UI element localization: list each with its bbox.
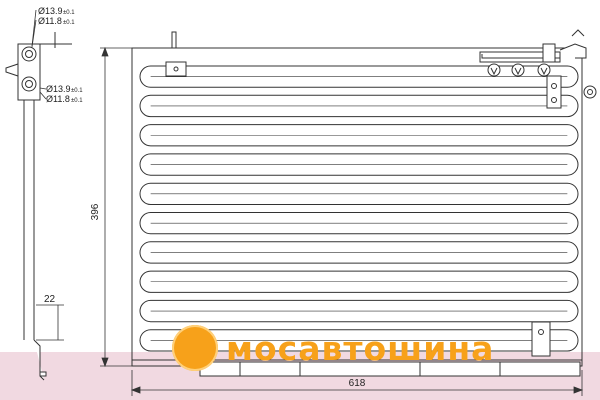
bolt	[511, 63, 525, 77]
tube-pass	[139, 241, 579, 264]
width-dimension: 618	[349, 378, 366, 389]
logo-text: мосавтошина	[226, 328, 495, 368]
top-inlet-stub	[165, 31, 187, 77]
tube-pass	[139, 270, 579, 293]
leader-lines	[31, 9, 47, 100]
top-inner-diameter: Ø11.8	[38, 16, 62, 26]
bottom-inner-diameter: Ø11.8	[46, 94, 70, 104]
dimension-lines	[36, 46, 584, 396]
bottom-inner-tolerance: ±0.1	[71, 98, 83, 104]
bolt-mark	[514, 67, 522, 76]
store-logo: мосавтошина	[172, 323, 494, 373]
bolt-mark	[490, 67, 498, 76]
bottom-outer-tolerance: ±0.1	[71, 88, 83, 94]
top-outer-diameter: Ø13.9	[38, 6, 63, 16]
tube-pass	[139, 94, 579, 118]
bolt	[537, 63, 551, 77]
right-fittings	[479, 29, 597, 109]
tube-pass	[139, 124, 579, 147]
bracket-dimension: 22	[44, 294, 56, 305]
tube-pass	[139, 299, 579, 323]
tube-pass	[139, 212, 579, 235]
bolt	[487, 63, 501, 77]
height-dimension: 396	[90, 203, 101, 220]
bottom-bracket	[199, 321, 581, 377]
bracket-bolts	[487, 63, 551, 77]
tube-passes	[139, 65, 579, 352]
bottom-outer-diameter: Ø13.9	[46, 84, 71, 94]
tube-pass	[139, 153, 579, 176]
top-outer-tolerance: ±0.1	[63, 10, 75, 16]
tube-pass	[139, 65, 579, 88]
receiver-drier	[5, 32, 72, 381]
logo-circle-icon	[172, 325, 218, 371]
tube-pass	[139, 329, 579, 352]
bolt-mark	[540, 67, 548, 76]
top-inner-tolerance: ±0.1	[63, 20, 75, 26]
dimension-labels: Ø13.9 ±0.1 Ø11.8 ±0.1 Ø13.9 ±0.1 Ø11.8 ±…	[38, 6, 366, 389]
tube-pass	[139, 182, 579, 205]
